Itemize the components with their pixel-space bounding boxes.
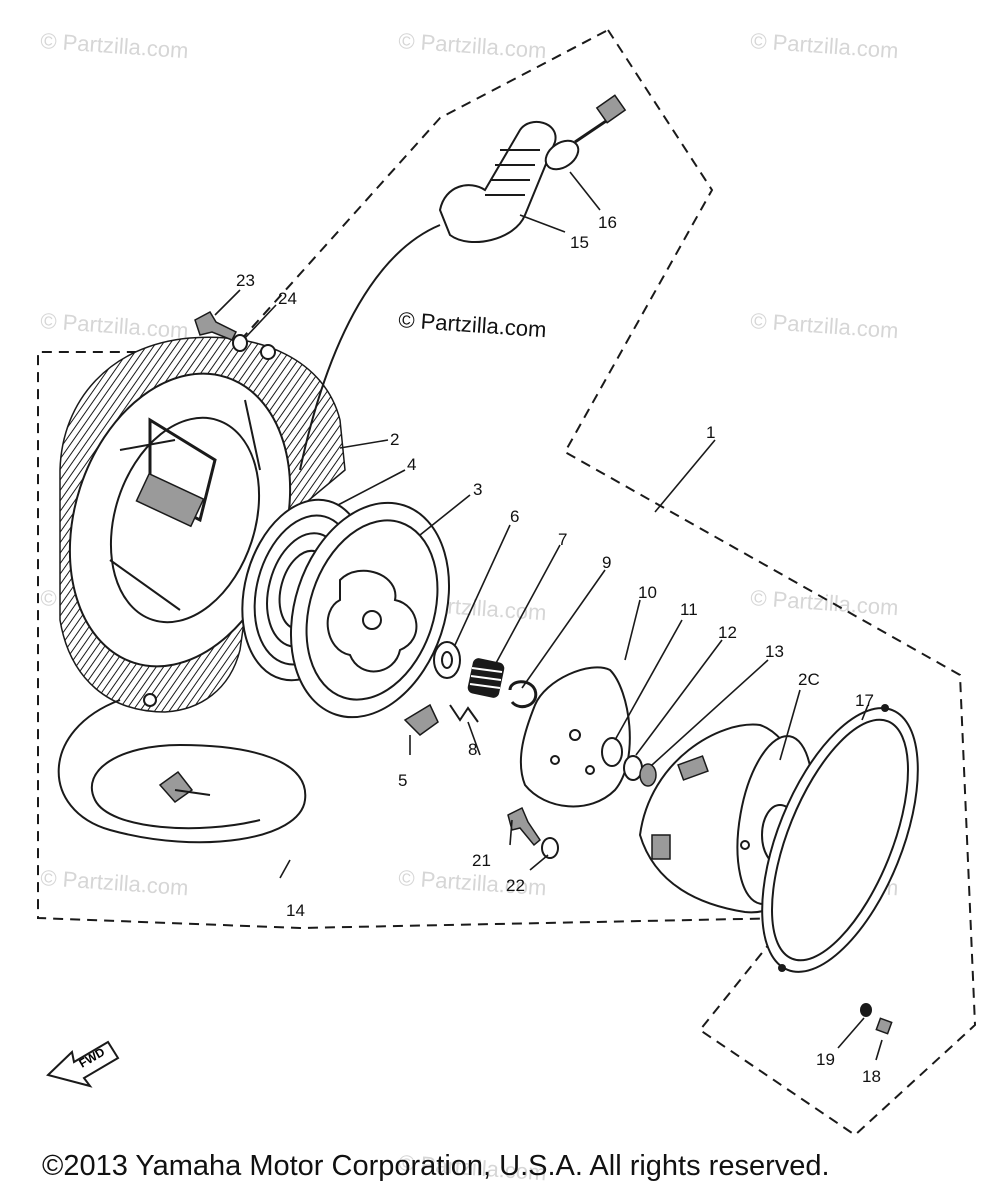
part-screw-18 xyxy=(875,1017,893,1035)
part-pawl-spring xyxy=(449,704,479,723)
callout-7: 7 xyxy=(558,530,567,549)
callout-18: 18 xyxy=(862,1067,881,1086)
callout-11: 11 xyxy=(680,600,698,619)
callout-9: 9 xyxy=(602,553,611,572)
callout-19: 19 xyxy=(816,1050,835,1069)
watermark-text: © Partzilla.com xyxy=(40,865,190,900)
watermark-text: © Partzilla.com xyxy=(40,308,190,343)
watermark-text: © Partzilla.com xyxy=(750,585,900,620)
callout-23: 23 xyxy=(236,271,255,290)
callout-5: 5 xyxy=(398,771,407,790)
callout-2: 2 xyxy=(390,430,399,449)
callout-labels: 1 2 3 4 5 6 7 8 9 10 11 12 13 14 15 16 1… xyxy=(236,213,881,1086)
forward-direction-arrow: FWD xyxy=(46,1040,120,1088)
part-washer-22 xyxy=(541,837,559,859)
callout-3: 3 xyxy=(473,480,482,499)
callout-8: 8 xyxy=(468,740,477,759)
callout-24: 24 xyxy=(278,289,297,308)
callout-4: 4 xyxy=(407,455,416,474)
part-washers-stack xyxy=(601,737,657,787)
part-bolt-23 xyxy=(194,311,238,341)
part-starter-handle xyxy=(438,121,557,244)
watermark-text: © Partzilla.com xyxy=(398,28,548,63)
part-washer-6 xyxy=(433,641,461,679)
part-starter-case xyxy=(59,336,346,713)
copyright-notice: ©2013 Yamaha Motor Corporation, U.S.A. A… xyxy=(42,1150,830,1182)
callout-22: 22 xyxy=(506,876,525,895)
watermark-main: © Partzilla.com xyxy=(398,307,548,342)
part-pawl xyxy=(403,703,439,736)
callout-16: 16 xyxy=(598,213,617,232)
part-rope-reel xyxy=(289,501,451,719)
watermark-text: © Partzilla.com xyxy=(750,308,900,343)
callout-17: 17 xyxy=(855,691,874,710)
callout-15: 15 xyxy=(570,233,589,252)
callout-10: 10 xyxy=(638,583,657,602)
callout-2c: 2C xyxy=(798,670,820,689)
callout-1: 1 xyxy=(706,423,715,442)
callout-14: 14 xyxy=(286,901,305,920)
part-washer-24 xyxy=(232,334,248,352)
watermark-text: © Partzilla.com xyxy=(750,28,900,63)
part-coil-spring xyxy=(467,658,505,698)
watermark-text: © Partzilla.com xyxy=(40,28,190,63)
callout-12: 12 xyxy=(718,623,737,642)
part-washer-19 xyxy=(860,1003,872,1017)
part-drive-plate xyxy=(519,666,631,808)
callout-21: 21 xyxy=(472,851,491,870)
part-bolt-21 xyxy=(507,806,541,847)
part-gasket xyxy=(761,704,919,973)
callout-6: 6 xyxy=(510,507,519,526)
part-rope-stopper xyxy=(544,94,627,171)
part-clip-9 xyxy=(508,680,538,709)
part-starter-rope xyxy=(57,224,441,844)
callout-13: 13 xyxy=(765,642,784,661)
leader-lines xyxy=(214,171,883,1061)
